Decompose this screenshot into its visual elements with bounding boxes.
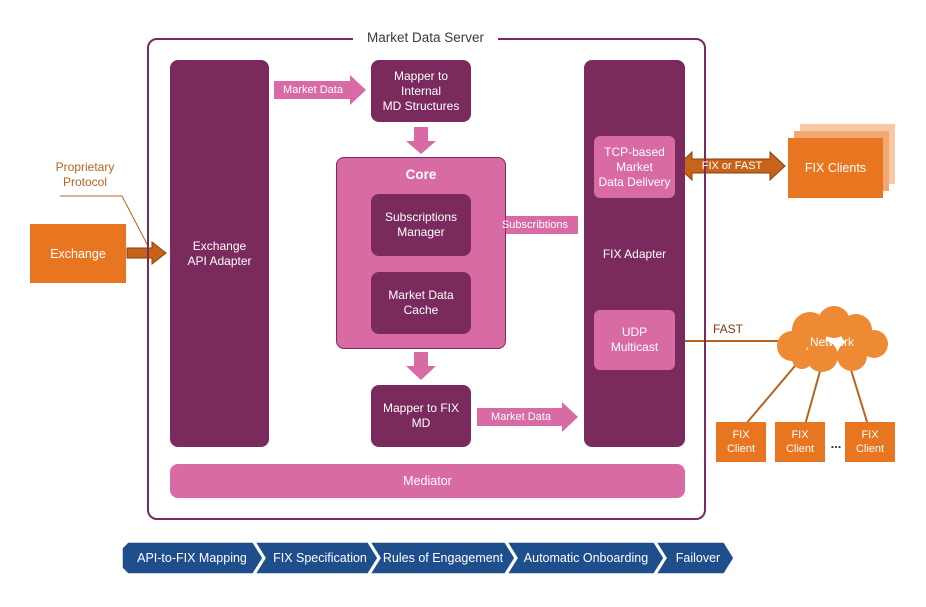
exchange-arrow: [126, 240, 167, 266]
proprietary-protocol-label: Proprietary Protocol: [55, 160, 115, 189]
udp-multicast: UDP Multicast: [594, 310, 675, 370]
process-step-1: [121, 541, 264, 575]
fast-label: FAST: [713, 322, 744, 336]
server-title: Market Data Server: [353, 27, 498, 47]
down-arrow-1: [406, 127, 436, 154]
market-data-bottom-arrow: [477, 402, 578, 432]
exchange-box: Exchange: [30, 224, 126, 283]
mapper-to-internal: Mapper to Internal MD Structures: [371, 60, 471, 122]
process-step-4-label: Automatic Onboarding: [524, 551, 648, 565]
process-step-1-label: API-to-FIX Mapping: [137, 551, 247, 565]
fix-client-1: FIX Client: [716, 422, 766, 462]
process-step-3: [368, 541, 516, 575]
market-data-bottom-label: Market Data: [491, 411, 551, 423]
mediator: Mediator: [170, 464, 685, 498]
fix-client-3: FIX Client: [845, 422, 895, 462]
tcp-market-data-delivery: TCP-based Market Data Delivery: [594, 136, 675, 198]
subscriptions-manager: Subscriptions Manager: [371, 194, 471, 256]
process-step-4: [505, 541, 665, 575]
core-title: Core: [405, 166, 437, 182]
process-step-2-label: FIX Specification: [273, 551, 367, 565]
network-link-1: [744, 359, 801, 426]
process-step-5: [654, 541, 735, 575]
process-step-3-label: Rules of Engagement: [383, 551, 504, 565]
fix-adapter: [584, 60, 685, 447]
process-step-5-label: Failover: [676, 551, 720, 565]
fix-clients-box: FIX Clients: [788, 138, 883, 198]
proprietary-leader-line: [60, 195, 149, 247]
fix-client-2: FIX Client: [775, 422, 825, 462]
mapper-to-fix-md: Mapper to FIX MD: [371, 385, 471, 447]
fix-adapter-label: FIX Adapter: [602, 246, 667, 261]
fix-or-fast-label: FIX or FAST: [701, 160, 763, 172]
process-step-2: [253, 541, 379, 575]
subscriptions-label: Subscribtions: [501, 219, 569, 231]
network-cloud-icon: [777, 306, 888, 372]
network-link-2: [804, 363, 823, 426]
market-data-cache: Market Data Cache: [371, 272, 471, 334]
network-label: Network: [809, 335, 854, 349]
ellipsis: ...: [830, 435, 842, 451]
market-data-top-arrow: [274, 75, 366, 105]
process-bar: API-to-FIX Mapping FIX Specification Rul…: [121, 541, 735, 575]
market-data-top-label: Market Data: [283, 84, 343, 96]
exchange-api-adapter: Exchange API Adapter: [170, 60, 269, 447]
down-arrow-2: [406, 352, 436, 380]
